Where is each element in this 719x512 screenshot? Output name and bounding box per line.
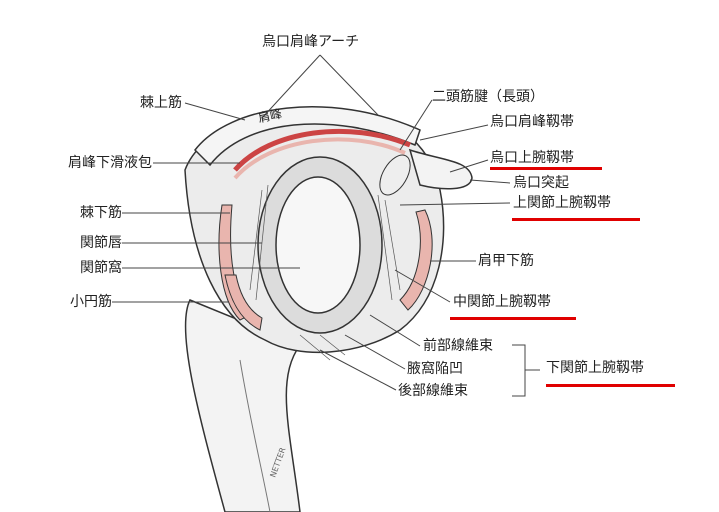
label-superior-ghl: 上関節上腕靱帯	[513, 195, 611, 211]
label-posterior-band: 後部線維束	[398, 383, 468, 399]
subscapularis-muscle	[399, 209, 433, 311]
humerus	[184, 299, 302, 512]
label-subscapularis: 肩甲下筋	[478, 253, 534, 269]
bursa	[233, 128, 411, 172]
label-subacromial-bursa: 肩峰下滑液包	[68, 155, 152, 171]
label-supraspinatus: 棘上筋	[140, 95, 182, 111]
label-coracohumeral-ligament: 烏口上腕靱帯	[490, 150, 574, 166]
label-glenoid: 関節窩	[80, 260, 122, 276]
highlight-underline	[546, 384, 675, 387]
label-labrum: 関節唇	[80, 235, 122, 251]
label-coracoacromial-ligament: 烏口肩峰靱帯	[490, 114, 574, 130]
label-anterior-band: 前部線維束	[423, 338, 493, 354]
label-coracoid: 烏口突起	[513, 175, 569, 191]
label-biceps-tendon: 二頭筋腱（長頭）	[432, 89, 544, 105]
label-coracoacromial-arch: 烏口肩峰アーチ	[262, 34, 360, 50]
coracoid-process	[408, 148, 473, 190]
teres-minor-muscle	[224, 274, 263, 331]
label-infraspinatus: 棘下筋	[80, 205, 122, 221]
highlight-underline	[450, 317, 576, 320]
highlight-underline	[512, 218, 640, 221]
glenoid-fossa	[275, 176, 361, 314]
acromion-arch	[194, 106, 421, 167]
label-teres-minor: 小円筋	[70, 294, 112, 310]
label-inferior-ghl: 下関節上腕靱帯	[546, 360, 644, 376]
label-axillary-pouch: 腋窩陥凹	[407, 361, 463, 377]
highlight-underline	[490, 167, 602, 170]
label-middle-ghl: 中関節上腕靱帯	[453, 294, 551, 310]
